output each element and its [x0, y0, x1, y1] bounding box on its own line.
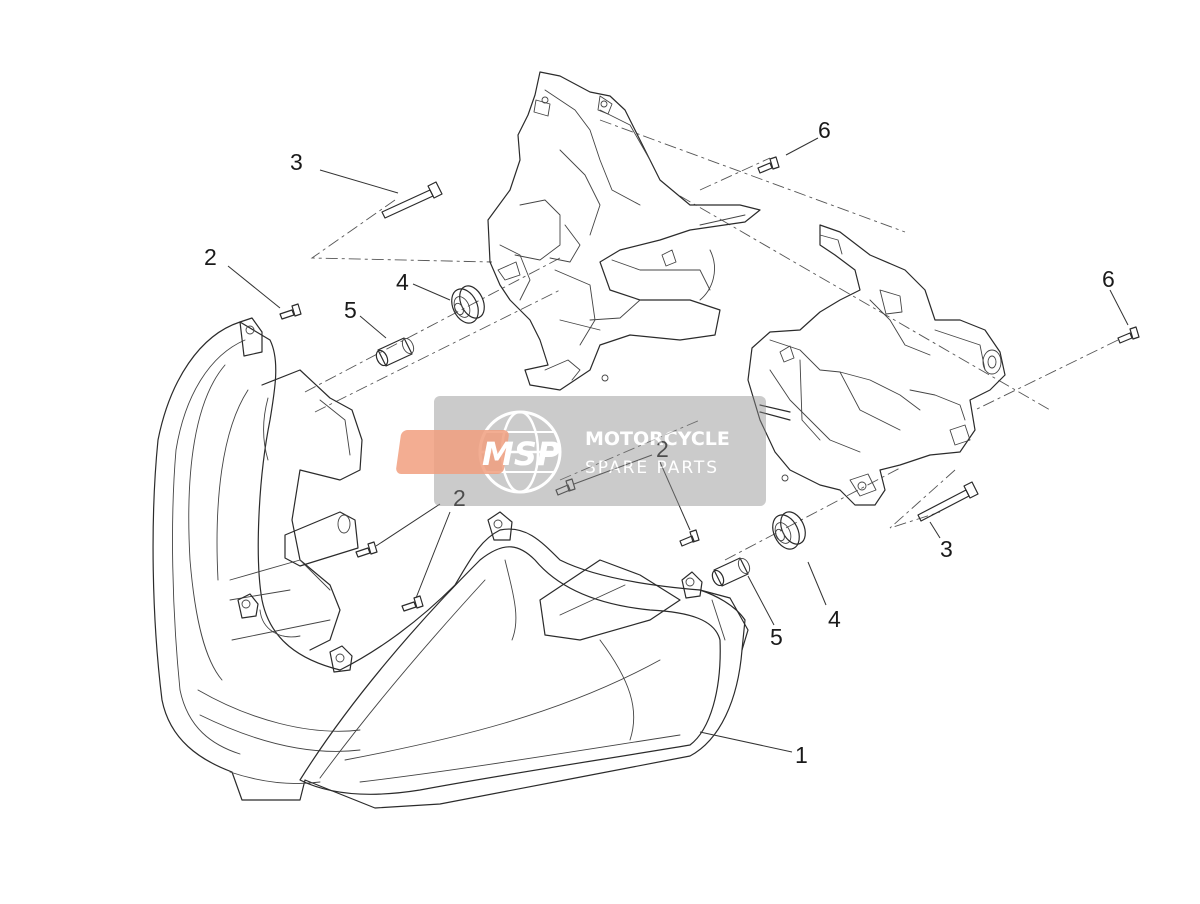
callout-5-right: 5: [770, 624, 783, 650]
callout-4-right: 4: [828, 606, 841, 632]
grommet-left: [451, 285, 485, 324]
long-bolt-right: [917, 481, 979, 522]
assembly-lines: [304, 119, 1119, 561]
callout-1: 1: [795, 742, 808, 768]
screw-2d: [401, 595, 424, 612]
callout-2-center: 2: [453, 485, 466, 511]
spacer-right: [711, 557, 751, 587]
callout-6-top: 6: [818, 117, 831, 143]
callout-2-right: 2: [656, 436, 669, 462]
watermark-line1: MOTORCYCLE: [585, 428, 730, 450]
screw-6a: [757, 156, 780, 174]
spacer-left: [375, 337, 415, 367]
callout-4-left: 4: [396, 269, 409, 295]
screw-6b: [1117, 326, 1140, 344]
watermark-line2: SPARE PARTS: [585, 458, 719, 478]
grommet-right: [772, 511, 806, 550]
callout-5-left: 5: [344, 297, 357, 323]
upper-bracket: [487, 71, 761, 391]
right-bracket: [747, 224, 1006, 506]
callout-2-top-left: 2: [204, 244, 217, 270]
watermark: MSP MOTORCYCLE SPARE PARTS: [396, 396, 766, 506]
screw-2e: [679, 529, 700, 547]
screw-2c: [355, 541, 378, 558]
long-bolt-left: [381, 181, 443, 219]
screw-2b: [555, 478, 576, 496]
callout-labels: 1 2 2 2 3 3 4 4 5 5 6 6: [204, 117, 1115, 768]
fasteners: [279, 156, 1140, 612]
watermark-logo: MSP: [482, 435, 561, 473]
callout-6-right: 6: [1102, 266, 1115, 292]
logo-badge: [396, 430, 509, 474]
callout-3-left: 3: [290, 149, 303, 175]
watermark-panel: [434, 396, 766, 506]
leader-lines: [227, 137, 1129, 753]
headlight-assembly: [152, 317, 749, 809]
callout-3-right: 3: [940, 536, 953, 562]
screw-2a: [279, 303, 302, 320]
